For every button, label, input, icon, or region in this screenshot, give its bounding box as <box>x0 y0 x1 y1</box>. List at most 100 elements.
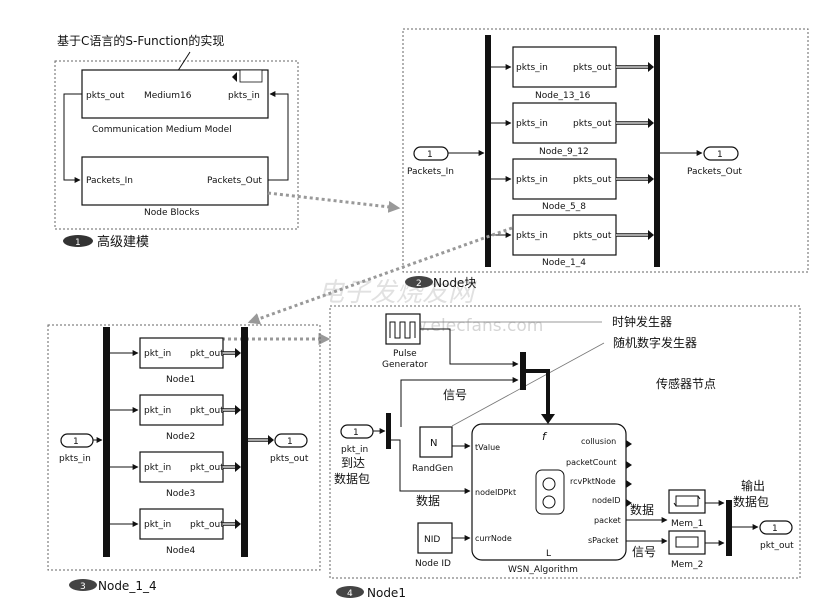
panel-2-node-block: 1 Packets_In pkts_in pkts_out Node_13_16… <box>402 28 809 290</box>
subsystem-out-label: pkts_out <box>573 63 612 73</box>
wsn-algorithm-name: WSN_Algorithm <box>508 565 578 575</box>
panel-3-node-1-4: 1 pkts_in pkt_in pkt_out Node1 pkt_in pk… <box>47 324 321 593</box>
panel-3-outport-num: 1 <box>287 437 293 447</box>
watermark: 电子发烧友网 www.elecfans.com <box>318 278 543 336</box>
panel-2-inport-name: Packets_In <box>407 167 454 177</box>
node-2-block[interactable]: pkt_in pkt_out Node2 <box>139 394 224 442</box>
node-id-block[interactable]: NID Node ID <box>415 522 453 569</box>
panel-3-badge <box>69 579 97 591</box>
wsn-output-label: packetCount <box>566 458 617 467</box>
subsystem-node-1-4[interactable]: pkts_in pkts_out Node_1_4 <box>512 214 617 268</box>
wsn-input-label: currNode <box>475 534 512 543</box>
zoom-connector-2 <box>247 226 513 325</box>
data-right-label: 数据 <box>630 502 654 517</box>
medium-block-name: Communication Medium Model <box>92 125 232 135</box>
node-blocks[interactable]: Packets_In Packets_Out Node Blocks <box>81 156 269 218</box>
subsystem-name: Node_1_4 <box>542 258 586 268</box>
arrive-label-2: 数据包 <box>334 471 370 486</box>
subsystem-out-label: pkts_out <box>573 175 612 185</box>
subsystem-node-13-16[interactable]: pkts_in pkts_out Node_13_16 <box>512 46 617 101</box>
wsn-output-label: rcvPktNode <box>570 477 616 486</box>
panel-4-caption: Node1 <box>367 586 406 600</box>
panel-2-badge <box>405 276 433 288</box>
node-id-name: Node ID <box>415 559 451 569</box>
node-blocks-out-label: Packets_Out <box>207 176 262 186</box>
panel-3-badge-num: 3 <box>80 582 86 592</box>
mem-1-block[interactable]: Mem_1 <box>668 489 706 529</box>
panel-4-frame <box>329 305 801 579</box>
memory-icon <box>673 495 701 507</box>
node-blocks-in-label: Packets_In <box>86 176 133 186</box>
pulse-generator-block[interactable]: Pulse Generator <box>382 313 428 370</box>
randgen-block[interactable]: N RandGen <box>412 426 453 474</box>
subsystem-name: Node_13_16 <box>535 91 591 101</box>
random-label-pointer <box>451 342 605 427</box>
mem-1-name: Mem_1 <box>671 519 703 529</box>
panel-2-inport-num: 1 <box>427 150 433 160</box>
clock-generator-label: 时钟发生器 <box>612 314 672 329</box>
panel-2-outport[interactable]: 1 Packets_Out <box>687 146 742 177</box>
memory-icon <box>675 536 699 548</box>
panel-4-inport-num: 1 <box>353 428 359 438</box>
panel-4-outport[interactable]: 1 pkt_out <box>759 520 794 551</box>
subsystem-out-label: pkts_out <box>573 231 612 241</box>
node-blocks-name: Node Blocks <box>144 208 200 218</box>
trigger-arrow-icon <box>541 414 555 424</box>
wsn-algorithm-block[interactable]: f tValue nodeIDPkt currNode collusion pa… <box>471 423 627 561</box>
wsn-trigger-symbol: f <box>542 430 548 443</box>
watermark-cn: 电子发烧友网 <box>318 278 477 308</box>
panel-2-inport[interactable]: 1 Packets_In <box>407 146 454 177</box>
annotation-sfunction: 基于C语言的S-Function的实现 <box>57 33 224 48</box>
stateflow-chart-icon <box>535 469 565 515</box>
medium-in-arrow-icon <box>232 72 237 82</box>
node-out-label: pkt_out <box>190 463 224 473</box>
wsn-output-label: packet <box>594 516 621 525</box>
node-in-label: pkt_in <box>144 463 171 473</box>
panel-2-input-bus <box>485 35 491 267</box>
data-mid-label: 数据 <box>416 493 440 508</box>
panel-3-output-bus <box>241 327 248 557</box>
panel-3-caption: Node_1_4 <box>98 579 157 593</box>
watermark-url: www.elecfans.com <box>385 316 543 336</box>
panel-3-frame <box>47 324 321 571</box>
subsystem-out-label: pkts_out <box>573 119 612 129</box>
node-in-label: pkt_in <box>144 520 171 530</box>
panel-3-nodes: pkt_in pkt_out Node1 pkt_in pkt_out Node… <box>139 337 224 556</box>
sfunction-icon <box>239 69 263 83</box>
panel-4-outport-num: 1 <box>772 524 778 534</box>
panel-2-subsystems: pkts_in pkts_out Node_13_16 pkts_in pkts… <box>512 46 617 268</box>
output-mux <box>726 500 732 556</box>
panel-4-inport[interactable]: 1 pkt_in <box>340 424 374 455</box>
panel-2-outport-num: 1 <box>717 150 723 160</box>
wsn-output-ports <box>626 440 632 507</box>
subsystem-node-5-8[interactable]: pkts_in pkts_out Node_5_8 <box>512 158 617 212</box>
randgen-symbol: N <box>430 438 437 449</box>
subsystem-in-label: pkts_in <box>516 231 548 241</box>
panel-3-outport[interactable]: 1 pkts_out <box>270 433 309 464</box>
panel-2-outport-name: Packets_Out <box>687 167 742 177</box>
node-in-label: pkt_in <box>144 349 171 359</box>
node-4-block[interactable]: pkt_in pkt_out Node4 <box>139 508 224 556</box>
node-1-block[interactable]: pkt_in pkt_out Node1 <box>139 337 224 385</box>
pulse-wire <box>420 328 519 367</box>
subsystem-node-9-12[interactable]: pkts_in pkts_out Node_9_12 <box>512 102 617 157</box>
mem-2-block[interactable]: Mem_2 <box>668 530 706 570</box>
panel-3-input-bus <box>103 327 110 557</box>
wsn-input-label: nodeIDPkt <box>475 488 516 497</box>
pulse-wave-icon <box>389 321 416 339</box>
signal-wire <box>400 377 519 427</box>
node-id-symbol: NID <box>424 535 440 545</box>
panel-2-badge-num: 2 <box>416 279 422 289</box>
panel-3-inport[interactable]: 1 pkts_in <box>59 433 94 464</box>
node-3-block[interactable]: pkt_in pkt_out Node3 <box>139 451 224 499</box>
node-out-label: pkt_out <box>190 520 224 530</box>
panel-1-badge-num: 1 <box>75 238 81 248</box>
random-generator-label: 随机数字发生器 <box>613 335 697 350</box>
medium-block[interactable]: pkts_out Medium16 pkts_in Communication … <box>81 69 269 135</box>
subsystem-in-label: pkts_in <box>516 175 548 185</box>
panel-2-caption: Node块 <box>433 276 476 290</box>
subsystem-in-label: pkts_in <box>516 119 548 129</box>
pulse-name-1: Pulse <box>393 349 417 359</box>
zoom-connector-1 <box>267 191 401 213</box>
